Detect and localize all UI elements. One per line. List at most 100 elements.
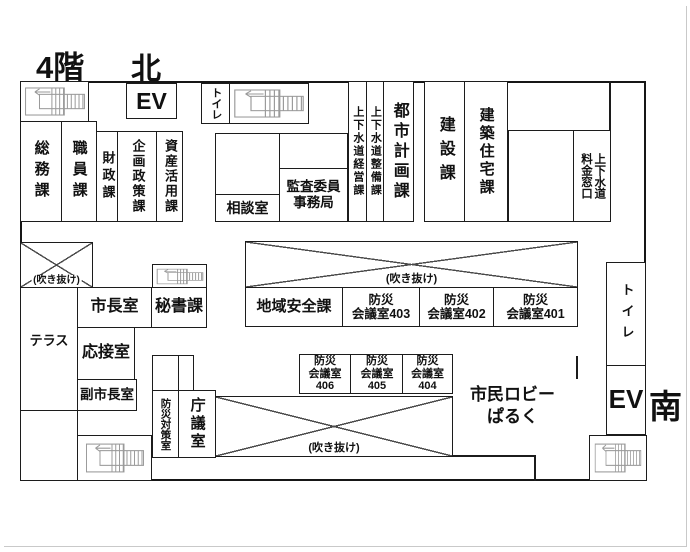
- stairs-icon: [24, 87, 85, 116]
- room-label-line3: 405: [367, 380, 387, 393]
- room-label-line1: 防災: [368, 292, 394, 307]
- room-label-line2: 会議室401: [506, 307, 565, 321]
- toilet-label: トイレ: [209, 87, 222, 120]
- wall-segment: [453, 455, 536, 457]
- room-label-line1: 防災: [522, 292, 548, 307]
- lobby-area-label: 市民ロビー ぱるく: [445, 384, 580, 428]
- room-unlabeled-d: [178, 355, 194, 391]
- room-kensetsu: 建設課: [424, 81, 465, 222]
- room-toshi-keikaku: 都市計画課: [383, 81, 414, 222]
- room-soumu: 総務課: [20, 121, 62, 222]
- room-label: 庁議室: [188, 397, 206, 451]
- stairs-icon: [85, 443, 144, 473]
- atrium-west: (吹き抜け): [20, 242, 93, 288]
- room-label: 建築住宅課: [477, 106, 495, 197]
- room-soudan: 相談室: [215, 194, 280, 222]
- toilet-north: トイレ: [201, 83, 230, 124]
- elevator-north: EV: [126, 83, 177, 119]
- compass-north-label: 北: [131, 53, 161, 86]
- room-label-line2: 会議室: [411, 367, 444, 380]
- room-label-line3: 404: [418, 380, 437, 393]
- toilet-label: トイレ: [619, 282, 635, 346]
- room-label-line1: 防災: [366, 355, 388, 368]
- stairs-icon: [156, 268, 203, 284]
- wall-segment: [534, 455, 536, 481]
- room-label: 上下水道経営課: [351, 106, 364, 197]
- room-label: 上下水道整備課: [369, 106, 382, 197]
- atrium-center: (吹き抜け): [245, 241, 578, 288]
- stairs-southwest: [77, 435, 152, 481]
- room-label-line2: 会議室: [360, 367, 394, 380]
- room-label: 総務課: [32, 140, 50, 203]
- room-unlabeled-sw: [20, 410, 78, 481]
- room-bousai-kaigi-404: 防災 会議室 404: [402, 354, 453, 394]
- room-jougesuidou-seibi: 上下水道整備課: [366, 81, 384, 222]
- lobby-label-line2: ぱるく: [487, 407, 538, 427]
- room-label: 職員課: [70, 140, 88, 203]
- room-ousetsu: 応接室: [77, 327, 135, 380]
- room-label: テラス: [29, 332, 69, 348]
- elevator-label: EV: [608, 384, 644, 415]
- room-label-line1: 防災: [416, 355, 439, 368]
- atrium-label: (吹き抜け): [383, 273, 440, 286]
- room-label: 防災対策室: [159, 397, 172, 451]
- room-label: 秘書課: [154, 298, 203, 316]
- stairs-west: [152, 264, 207, 288]
- room-shichou: 市長室: [77, 287, 152, 328]
- room-kenchiku-juutaku: 建築住宅課: [464, 81, 508, 222]
- room-bousai-kaigi-405: 防災 会議室 405: [350, 354, 404, 394]
- room-unlabeled-ne: [508, 130, 575, 222]
- room-hisho: 秘書課: [151, 287, 207, 328]
- lobby-label-line1: 市民ロビー: [470, 385, 555, 404]
- floor-title: 4階: [36, 50, 85, 85]
- wall-stub: [576, 356, 578, 379]
- room-label-col2: 料金窓口: [580, 153, 592, 199]
- room-label-line2: 会議室403: [351, 307, 411, 321]
- room-label-col1: 上下水道: [593, 153, 606, 199]
- room-jougesuidou-ryoukin: 上下水道 料金窓口: [573, 130, 611, 222]
- room-bousai-kaigi-401: 防災 会議室401: [493, 287, 578, 327]
- room-unlabeled-b: [279, 133, 348, 169]
- room-label-line2: 事務局: [293, 195, 334, 210]
- stairs-icon: [234, 89, 304, 118]
- room-label: 相談室: [226, 199, 269, 216]
- room-label: 都市計画課: [390, 101, 408, 202]
- room-label: 建設課: [436, 115, 454, 188]
- wall-segment: [609, 81, 611, 132]
- stairs-north: [229, 83, 309, 124]
- room-shokuin: 職員課: [61, 121, 97, 222]
- room-label: 財政課: [100, 151, 116, 202]
- atrium-label: (吹き抜け): [31, 274, 82, 286]
- room-jougesuidou-keiei: 上下水道経営課: [348, 81, 367, 222]
- room-label: 市長室: [90, 298, 139, 316]
- room-bousai-kaigi-406: 防災 会議室 406: [299, 354, 351, 394]
- room-kikaku-seisaku: 企画政策課: [117, 131, 157, 222]
- room-bousai-kaigi-403: 防災 会議室403: [342, 287, 420, 327]
- stairs-southeast: [589, 435, 647, 481]
- compass-south-label: 南: [649, 388, 682, 425]
- room-label: 地域安全課: [256, 298, 332, 316]
- room-kansa: 監査委員 事務局: [279, 168, 348, 222]
- stairs-icon: [594, 443, 642, 473]
- room-chiiki-anzen: 地域安全課: [245, 287, 343, 327]
- area-terrace: テラス: [20, 287, 78, 411]
- room-label: 企画政策課: [130, 139, 146, 214]
- room-label: 副市長室: [80, 387, 134, 403]
- room-unlabeled-c: [152, 355, 179, 391]
- room-label-line2: 会議室402: [427, 307, 486, 321]
- page-edge-right: [686, 6, 687, 546]
- room-shisan-katsuyou: 資産活用課: [156, 131, 183, 222]
- atrium-south: (吹き抜け): [215, 396, 453, 457]
- room-zaisei: 財政課: [96, 131, 118, 222]
- room-chougi: 庁議室: [178, 390, 216, 458]
- room-bousai-kaigi-402: 防災 会議室402: [419, 287, 494, 327]
- elevator-south: EV: [606, 365, 646, 435]
- toilet-south: トイレ: [606, 262, 646, 366]
- elevator-label: EV: [136, 87, 167, 114]
- room-unlabeled-a: [215, 133, 280, 195]
- atrium-label: (吹き抜け): [306, 442, 362, 455]
- room-label-line3: 406: [315, 380, 335, 393]
- room-fuku-shichou: 副市長室: [77, 379, 137, 411]
- room-label-line1: 防災: [443, 292, 469, 307]
- stairs-northwest: [20, 81, 89, 122]
